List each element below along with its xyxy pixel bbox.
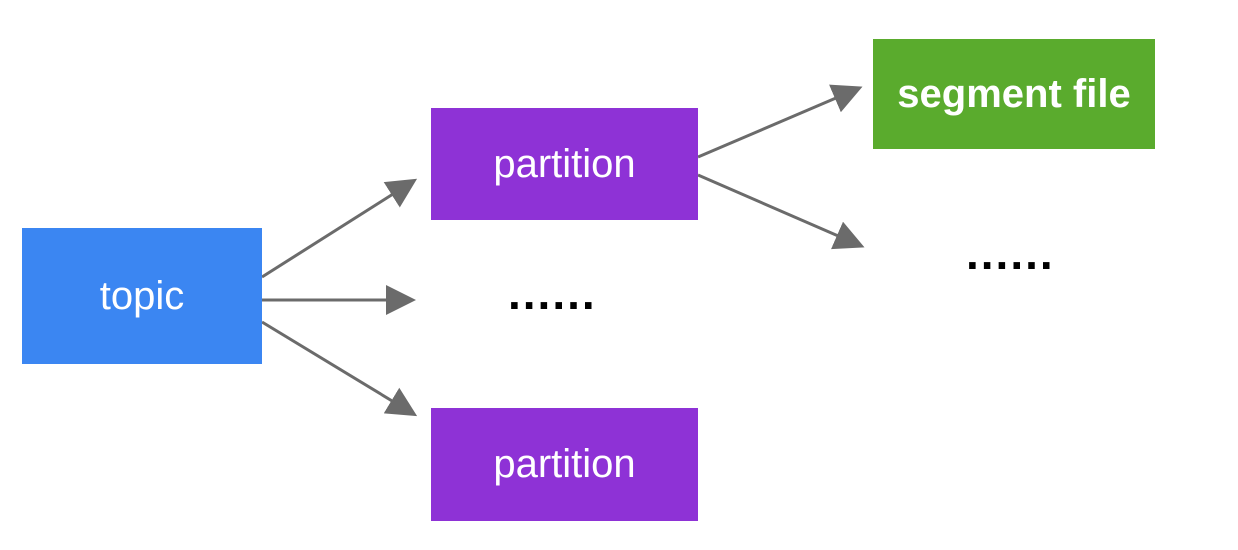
- arrow-partition-1-to-segment-file: [697, 84, 863, 159]
- partition-node-1: partition: [431, 108, 698, 220]
- partition-node-2: partition: [431, 408, 698, 521]
- segment-file-node: segment file: [873, 39, 1155, 149]
- partitions-ellipsis: ......: [508, 267, 597, 319]
- arrow-partition-1-to-segments-more: [697, 173, 865, 250]
- topic-node: topic: [22, 228, 262, 364]
- partition-2-label: partition: [493, 442, 636, 486]
- topic-label: topic: [99, 273, 185, 318]
- arrow-topic-to-partition-1: [261, 178, 418, 279]
- segments-ellipsis: ......: [966, 227, 1055, 279]
- segment-file-label: segment file: [897, 71, 1131, 116]
- partition-1-label: partition: [493, 141, 636, 186]
- arrow-topic-to-partition-2: [261, 320, 418, 417]
